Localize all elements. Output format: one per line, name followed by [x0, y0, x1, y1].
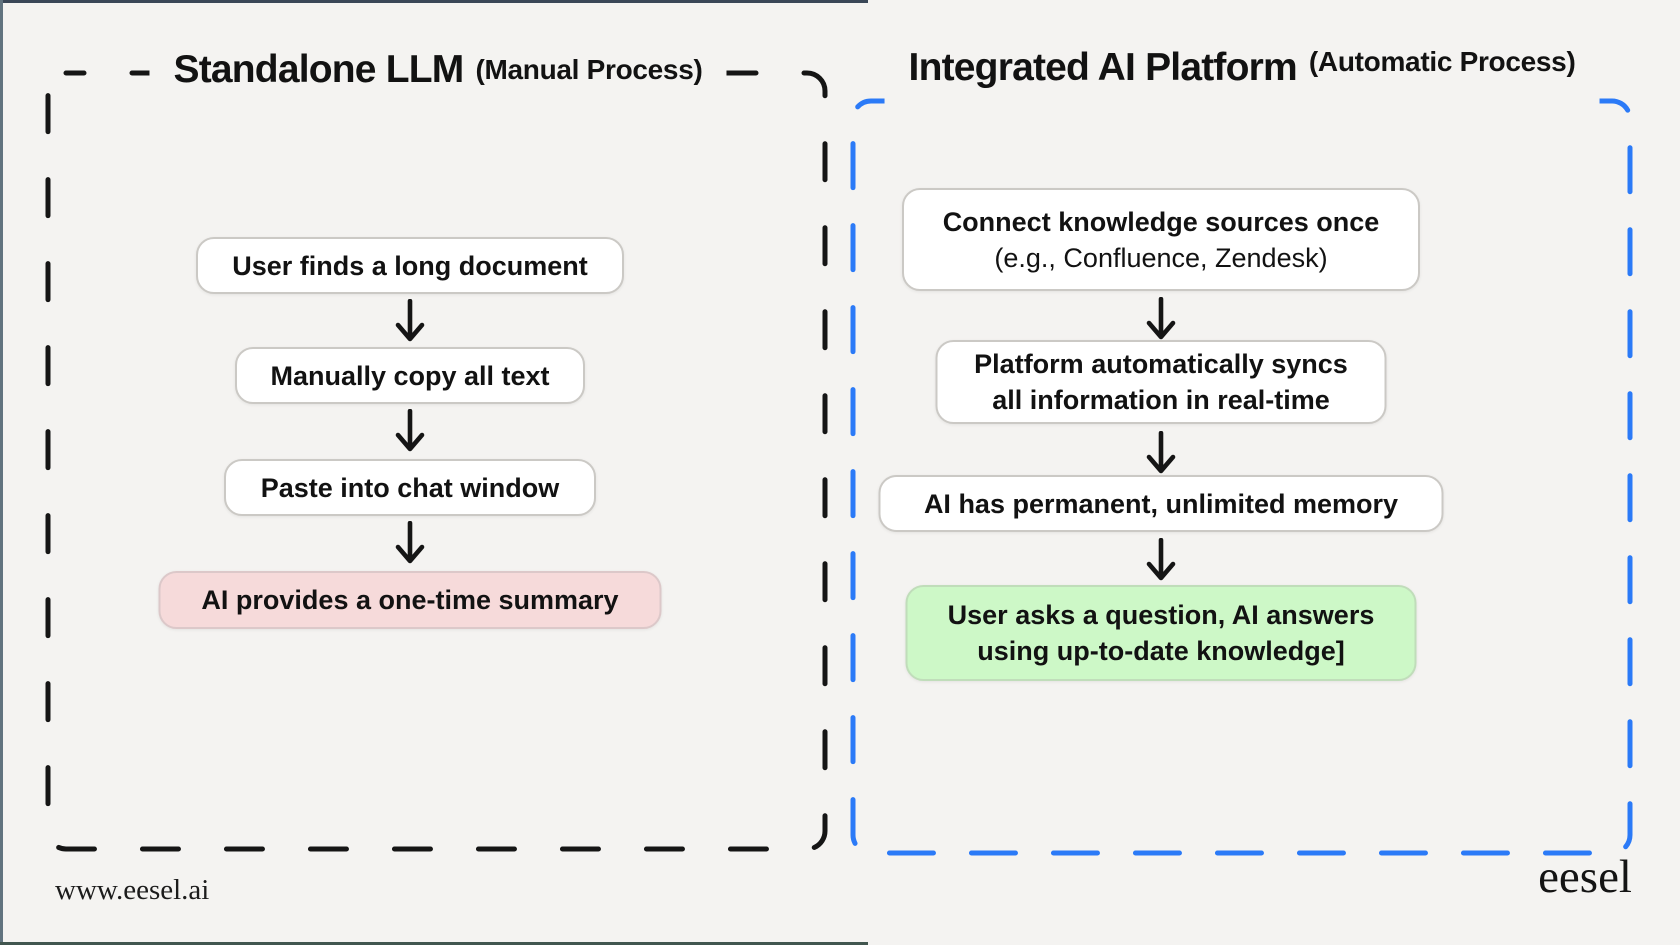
down-arrow-icon — [1146, 297, 1176, 340]
down-arrow-icon — [395, 521, 425, 564]
flow-node-user-asks: User asks a question, AI answers using u… — [905, 585, 1417, 681]
node-label: AI has permanent, unlimited memory — [923, 488, 1399, 519]
flow-node-auto-sync: Platform automatically syncs all informa… — [935, 340, 1387, 424]
node-label: using up-to-date knowledge] — [977, 636, 1345, 666]
node-label: User finds a long document — [232, 250, 588, 281]
right-title-suffix: (Automatic Process) — [1308, 46, 1576, 77]
flow-node-unlimited-memory: AI has permanent, unlimited memory — [878, 475, 1444, 532]
footer-url: www.eesel.ai — [55, 874, 210, 906]
screen-edge-top — [0, 0, 868, 3]
standalone-llm-panel — [45, 70, 828, 852]
screen-edge-bottom — [0, 942, 868, 945]
down-arrow-icon — [395, 299, 425, 342]
node-sublabel: (e.g., Confluence, Zendesk) — [994, 242, 1328, 273]
node-label: Connect knowledge sources once — [942, 206, 1380, 237]
flow-node-find-document: User finds a long document — [196, 237, 624, 294]
node-label: Manually copy all text — [270, 360, 550, 391]
flow-node-connect-sources: Connect knowledge sources once (e.g., Co… — [902, 188, 1420, 291]
black-dashed-border — [45, 70, 828, 852]
flow-node-paste-chat: Paste into chat window — [224, 459, 596, 516]
flow-node-copy-text: Manually copy all text — [235, 347, 585, 404]
down-arrow-icon — [1146, 431, 1176, 474]
right-title-main: Integrated AI Platform — [908, 46, 1298, 89]
flow-node-onetime-summary: AI provides a one-time summary — [158, 571, 662, 629]
blue-dashed-border — [850, 98, 1633, 856]
left-panel-title: Standalone LLM (Manual Process) — [149, 42, 727, 98]
down-arrow-icon — [395, 409, 425, 452]
node-label: all information in real-time — [992, 385, 1330, 415]
node-label: AI provides a one-time summary — [201, 585, 619, 615]
screen-edge-left — [0, 0, 3, 945]
right-panel-title: Integrated AI Platform (Automatic Proces… — [884, 38, 1600, 108]
node-label: Platform automatically syncs — [974, 349, 1348, 379]
node-label: User asks a question, AI answers — [947, 600, 1375, 630]
integrated-platform-panel — [850, 98, 1633, 856]
down-arrow-icon — [1146, 538, 1176, 581]
node-label: Paste into chat window — [260, 472, 560, 503]
eesel-wordmark: eesel — [1538, 851, 1632, 903]
left-title-main: Standalone LLM — [173, 48, 464, 91]
left-title-suffix: (Manual Process) — [475, 54, 703, 85]
